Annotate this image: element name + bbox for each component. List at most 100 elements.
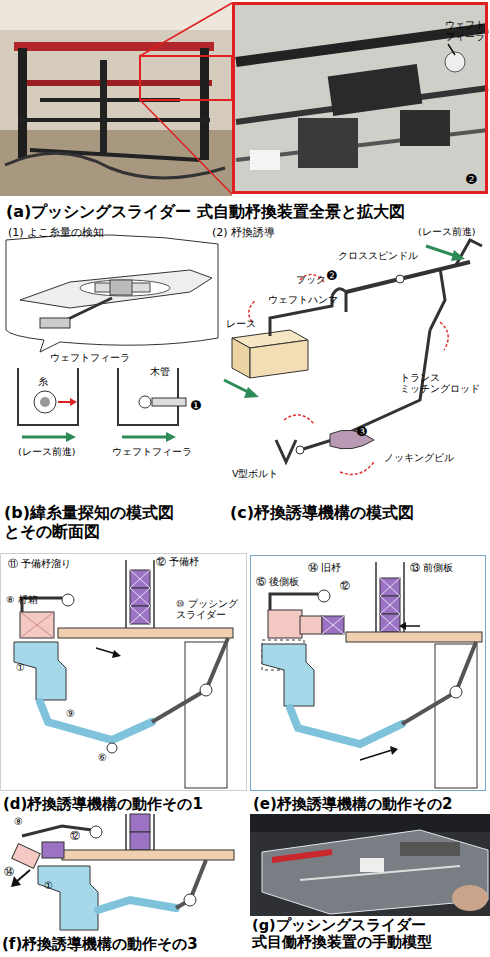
pushing-slider [62,850,234,860]
part-label: ウェフトフィーラ [50,352,130,363]
pivot [200,684,212,696]
frame-column [435,644,477,788]
figure-panel: (b)緯糸量探知の模式図 とその断面図 [0,222,222,547]
part-label: 糸 [38,376,48,387]
arrow-head [451,250,465,261]
figure-caption: (e)杼換誘導機構の動作その2 [253,795,452,813]
old-shuttle [12,844,41,869]
lay-block [232,338,250,378]
part-label: ウェフトフィーラ [112,446,192,457]
shuttle-mark [130,570,150,624]
lever [40,702,152,740]
callout-number: ⑫ [70,830,80,842]
pivot [450,686,462,698]
v-bolt [276,440,296,462]
callout-number: ❷ [465,171,478,188]
yarn [110,280,132,295]
model-rod [272,852,332,860]
part-label: クロススピンドル [338,250,418,261]
part-label: ⑬ 前側板 [410,562,453,573]
pivot [296,446,304,454]
section-heading: (2) 杼換誘導 [212,226,275,239]
loom-beam [22,80,212,86]
figure-panel: (f)杼換誘導機構の動作その3 [0,814,247,934]
shuttle-box [20,612,54,638]
new-shuttle [322,616,344,634]
figure-panel: (g)プッシングスライダー 式目働杼換装置の手動模型 [250,814,490,916]
arrow [426,246,456,256]
photo-floor [0,130,232,196]
part-label: ⑪ 予備杼溜り [8,558,71,569]
section-pirn [40,397,50,407]
arrow [96,648,116,654]
link [152,638,228,722]
shuttle-mark [322,616,344,634]
zoom-line [140,3,232,194]
section-pirn [139,396,151,408]
lay-block [250,340,308,378]
inset-mechanism [400,110,450,146]
arrow-head [11,876,21,887]
figure-panel: (e)杼換誘導機構の動作その2 [250,555,486,791]
callout-number: ⑫ [340,580,350,592]
pushing-slider [346,632,482,642]
pushing-slider [58,628,233,638]
loom-leg [18,48,27,158]
part-label: ノッキングビル [384,452,454,463]
part-label: ⑭ 旧杼 [308,562,341,573]
figure-caption: (d)杼換誘導機構の動作その1 [3,795,203,813]
arrow-head [390,746,398,755]
callout-number: ① [44,880,53,892]
photo-background [250,814,490,916]
part-label: (レース前進) [418,226,475,237]
lever-block [262,644,314,706]
figure-caption: (g)プッシングスライダー 式目働杼換装置の手動模型 [252,917,490,952]
arrow-head [166,432,176,442]
part-label: トランス ミッチングロッド [400,372,485,395]
part-label: ⑧ 杼箱 [6,594,38,605]
model-part [400,842,460,856]
shuttle-mark [20,612,54,638]
model-part [360,858,384,872]
arrow [224,380,250,393]
figure-caption: (f)杼換誘導機構の動作その3 [2,935,198,953]
section-pirn [34,391,56,413]
arrow-head [70,398,77,406]
lever-block [38,866,98,930]
pivot [184,894,196,906]
pivot [62,594,74,606]
inset-part [250,150,280,170]
pivot [90,826,102,838]
part-label: フック [296,274,326,285]
lever-block [14,642,66,700]
callout-number: ❷ [326,268,338,284]
pivot [318,590,330,602]
spare-shuttle [130,832,150,850]
figure-caption: (b)緯糸量探知の模式図 とその断面図 [4,503,214,541]
part-label: 木管 [150,366,170,377]
spare-shuttle [130,814,150,832]
zoom-box [140,56,232,100]
arrow [16,870,30,882]
arrow [360,750,392,760]
new-shuttle [42,842,64,858]
model-part [300,866,460,880]
lever [430,240,482,330]
magazine [376,562,404,632]
loom-beam [14,42,214,51]
lever [290,708,402,744]
callout-number: ❸ [356,424,368,440]
part-label: (レース前進) [18,446,75,457]
pivot [107,743,117,753]
box-lever [22,826,92,836]
shuttle-hole [80,280,170,296]
part-label: ウェフト フィーラ [445,19,489,43]
figure-caption: (c)杼換誘導機構の模式図 [230,503,414,522]
loom-leg [200,48,209,160]
frame-column [185,642,227,788]
acrylic-case [262,830,488,914]
arrow-head [112,650,121,658]
callout-bubble [6,235,218,352]
old-shuttle [300,616,322,634]
